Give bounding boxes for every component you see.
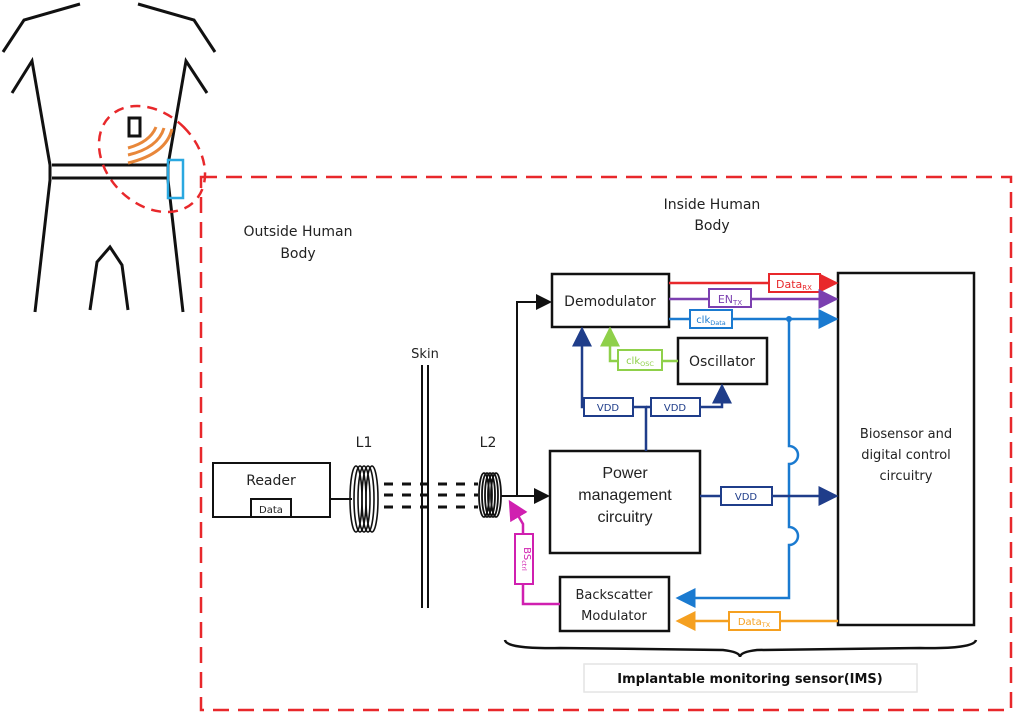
- biosensor-label-3: circuitry: [880, 469, 933, 484]
- signal-data-tx-box: [728, 611, 781, 631]
- l1-label: L1: [356, 435, 373, 451]
- reader-label: Reader: [246, 473, 296, 489]
- coil-l2-icon: [478, 472, 502, 518]
- wire-clk-data-to-backscatter: [675, 319, 800, 608]
- ims-caption-box: [583, 663, 918, 693]
- biosensor-block: [836, 271, 976, 627]
- system-boundary: [199, 175, 1013, 712]
- power-management-block: [548, 449, 702, 555]
- signal-clk-data-box: [689, 309, 733, 329]
- reader-data-label: Data: [259, 505, 283, 516]
- left-shoulder: [1, 2, 81, 53]
- signal-bs-ctrl-label: BSctrl: [520, 547, 532, 571]
- signal-vdd-bio-box: [720, 486, 773, 506]
- backscatter-label-2: Modulator: [581, 609, 647, 624]
- signal-en-tx-label: ENTX: [718, 293, 742, 307]
- signal-clk-data-label: clkData: [696, 315, 726, 327]
- outside-body-label-2: Body: [280, 246, 315, 262]
- human-body-outline: [1, 2, 217, 313]
- wire-vdd-demodulator: [572, 326, 648, 451]
- wearable-reader-icon: [166, 158, 185, 200]
- power-management-label-3: circuitry: [597, 509, 652, 526]
- signal-data-tx-label: DataTX: [738, 617, 771, 629]
- oscillator-block: [676, 336, 769, 386]
- biosensor-label-1: Biosensor and: [860, 427, 952, 442]
- biosensor-label-2: digital control: [861, 448, 951, 463]
- inside-body-label-2: Body: [694, 218, 729, 234]
- l2-label: L2: [480, 435, 497, 451]
- zoom-region-ellipse: [97, 104, 207, 214]
- inside-body-label-1: Inside Human: [664, 197, 761, 213]
- signal-bs-ctrl-box: [514, 533, 534, 585]
- skin-label: Skin: [411, 347, 439, 362]
- signal-vdd-osc-box: [650, 397, 701, 417]
- implant-icon: [127, 116, 142, 138]
- backscatter-label-1: Backscatter: [576, 588, 654, 603]
- signal-en-tx-box: [708, 288, 752, 308]
- rf-waves-icon: [127, 126, 174, 165]
- ims-brace: [503, 639, 978, 658]
- signal-vdd-demod-box: [583, 397, 634, 417]
- signal-vdd-demod-label: VDD: [597, 403, 620, 414]
- signal-data-rx-label: DataRX: [776, 278, 812, 292]
- oscillator-label: Oscillator: [689, 354, 755, 370]
- power-management-label-2: management: [578, 487, 672, 504]
- reader-data-block: [250, 498, 292, 518]
- demodulator-label: Demodulator: [564, 294, 656, 310]
- outside-body-label-1: Outside Human: [243, 224, 352, 240]
- signal-data-rx-box: [768, 273, 821, 293]
- coil-l1-icon: [349, 465, 379, 533]
- crotch-outline: [88, 244, 130, 311]
- wire-l2-to-demodulator: [501, 294, 552, 497]
- right-shoulder: [137, 2, 217, 53]
- signal-clk-osc-box: [617, 349, 663, 371]
- power-management-label-1: Power: [602, 465, 648, 482]
- signal-vdd-bio-label: VDD: [735, 492, 758, 503]
- ims-caption: Implantable monitoring sensor(IMS): [617, 672, 882, 687]
- left-torso: [10, 56, 52, 313]
- inductive-coupling-lines: [384, 482, 478, 509]
- signal-clk-osc-label: clkOSC: [626, 356, 654, 368]
- signal-vdd-osc-label: VDD: [664, 403, 687, 414]
